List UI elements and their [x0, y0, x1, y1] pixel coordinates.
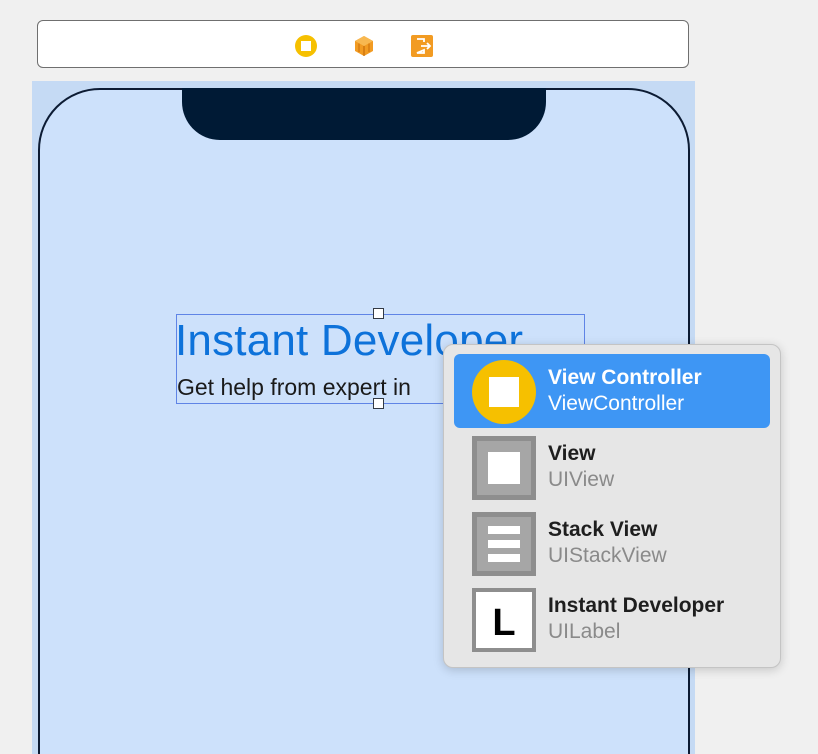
resize-handle-top[interactable] [373, 308, 384, 319]
menu-item-subtitle: UIStackView [548, 544, 667, 567]
menu-item-view[interactable]: View UIView [454, 430, 770, 504]
first-responder-icon[interactable] [352, 34, 376, 58]
resize-handle-bottom[interactable] [373, 398, 384, 409]
menu-item-title: Instant Developer [548, 594, 725, 617]
menu-item-text: Stack View UIStackView [548, 518, 667, 570]
label-icon: L [472, 588, 536, 652]
label-subtitle[interactable]: Get help from expert in [177, 374, 411, 400]
view-icon [472, 436, 536, 500]
view-controller-icon[interactable] [294, 34, 318, 58]
menu-item-subtitle: UIView [548, 468, 615, 491]
label-icon-glyph: L [492, 602, 515, 644]
menu-item-stack-view[interactable]: Stack View UIStackView [454, 506, 770, 580]
menu-item-subtitle: ViewController [548, 392, 685, 415]
menu-item-label[interactable]: L Instant Developer UILabel [454, 582, 770, 656]
menu-item-title: Stack View [548, 518, 658, 541]
menu-item-text: Instant Developer UILabel [548, 594, 724, 646]
menu-item-text: View Controller ViewController [548, 366, 702, 418]
view-controller-icon [472, 360, 536, 424]
menu-item-view-controller[interactable]: View Controller ViewController [454, 354, 770, 428]
menu-item-title: View Controller [548, 366, 702, 389]
menu-item-subtitle: UILabel [548, 620, 621, 643]
scene-dock [37, 20, 689, 68]
menu-item-text: View UIView [548, 442, 614, 494]
exit-icon[interactable] [410, 34, 434, 58]
stack-view-icon [472, 512, 536, 576]
device-notch [182, 88, 546, 140]
menu-item-title: View [548, 442, 596, 465]
